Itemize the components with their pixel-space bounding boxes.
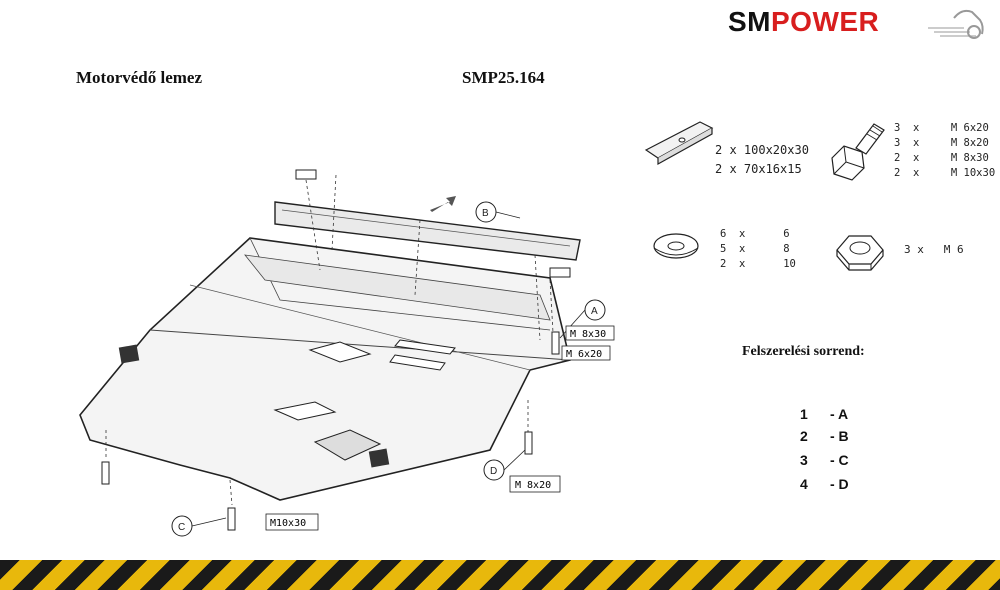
callout-c: C [178,522,185,533]
motorbike-icon [928,9,984,39]
logo-text-sm: SM [728,6,771,37]
plate-spec-2: 2 x 70x16x15 [715,162,802,176]
nut-icon [836,235,884,271]
washer-spec-1: 6 x 6 [720,228,790,240]
order-step-number: 4 [800,476,808,492]
logo-text-power: POWER [771,6,880,37]
bolt-spec-1: 3 x M 6x20 [894,122,989,134]
label-m8x30: M 8x30 [570,329,606,340]
brand-logo: SMPOWER [728,4,988,44]
bolt-spec-2: 3 x M 8x20 [894,137,989,149]
order-step-letter: - A [830,406,849,422]
plate-icon [644,121,714,166]
product-code: SMP25.164 [462,68,545,87]
bolt-spec-3: 2 x M 8x30 [894,152,989,164]
order-step-letter: - B [830,428,849,444]
order-step-number: 1 [800,406,808,422]
label-m6x20: M 6x20 [566,349,602,360]
washer-spec-2: 5 x 8 [720,243,790,255]
order-step-1: 1 - A [800,406,860,424]
callout-d: D [490,466,497,477]
nut-spec: 3 x M 6 [904,243,964,256]
page-title: Motorvédő lemez [76,68,203,87]
hazard-stripe-footer [0,560,1000,590]
order-step-number: 2 [800,428,808,444]
order-step-number: 3 [800,452,808,468]
label-m10x30: M10x30 [270,518,306,529]
order-step-2: 2 - B [800,428,860,446]
order-step-letter: - C [830,452,849,468]
washer-icon [653,233,699,259]
order-step-letter: - D [830,476,849,492]
installation-order-title: Felszerelési sorrend: [742,344,865,359]
bolt-icon [831,123,885,181]
label-m8x20: M 8x20 [515,480,551,491]
callout-b: B [482,208,489,219]
order-step-4: 4 - D [800,476,860,494]
plate-spec-1: 2 x 100x20x30 [715,143,809,157]
skid-plate-diagram: B A C D M 8x30 M 6x20 M10x30 M 8x20 [79,169,615,537]
bolt-spec-4: 2 x M 10x30 [894,167,996,179]
callout-a: A [591,306,598,317]
washer-spec-3: 2 x 10 [720,258,796,270]
mounting-bar [274,201,581,261]
order-step-3: 3 - C [800,452,860,470]
